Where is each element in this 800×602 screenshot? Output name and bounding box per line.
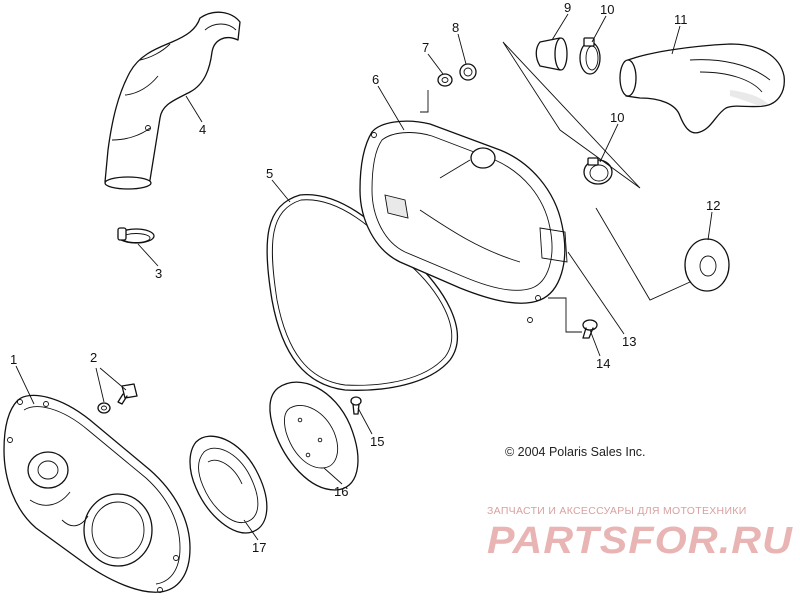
clamp-10-top: [579, 37, 601, 75]
callout-15: 15: [370, 434, 384, 449]
callout-6: 6: [372, 72, 379, 87]
callout-8: 8: [452, 20, 459, 35]
inner-clutch-cover: [359, 120, 568, 323]
outlet-duct: [619, 43, 785, 134]
callout-14: 14: [596, 356, 610, 371]
callout-3: 3: [155, 266, 162, 281]
outer-clutch-cover: [3, 394, 191, 593]
callout-1: 1: [10, 352, 17, 367]
hose-clamp: [117, 227, 155, 244]
callout-5: 5: [266, 166, 273, 181]
callout-17: 17: [252, 540, 266, 555]
watermark-brand: PARTSFOR.RU: [487, 520, 794, 562]
callout-13: 13: [622, 334, 636, 349]
screw-15: [350, 396, 362, 415]
callout-2: 2: [90, 350, 97, 365]
duct-coupler-9: [535, 37, 568, 71]
callout-4: 4: [199, 122, 206, 137]
callout-12: 12: [706, 198, 720, 213]
clamp-10-mid: [583, 157, 613, 185]
plate-16: [269, 381, 359, 491]
callout-labels: 1 2 3 4 5 6 7 8 9 10 10 11 12 13 14 15 1…: [10, 0, 720, 555]
reference-lines: [420, 41, 691, 333]
callout-16: 16: [334, 484, 348, 499]
seal-ring-17: [189, 435, 268, 534]
leader-lines: [15, 13, 713, 541]
callout-10-top: 10: [600, 2, 614, 17]
callout-10-mid: 10: [610, 110, 624, 125]
watermark-tagline: ЗАПЧАСТИ И АКСЕССУАРЫ ДЛЯ МОТОТЕХНИКИ: [487, 505, 747, 517]
callout-9: 9: [564, 0, 571, 15]
grommet-8: [459, 63, 477, 81]
watermark: ЗАПЧАСТИ И АКСЕССУАРЫ ДЛЯ МОТОТЕХНИКИ PA…: [487, 505, 794, 562]
screw-14: [582, 319, 598, 339]
callout-7: 7: [422, 40, 429, 55]
intake-duct: [104, 11, 241, 190]
seal-plate-12: [684, 238, 730, 292]
copyright-notice: © 2004 Polaris Sales Inc.: [505, 445, 646, 459]
callout-11: 11: [674, 12, 688, 27]
bolt-washer-2: [97, 383, 138, 414]
washer-7: [437, 73, 453, 87]
